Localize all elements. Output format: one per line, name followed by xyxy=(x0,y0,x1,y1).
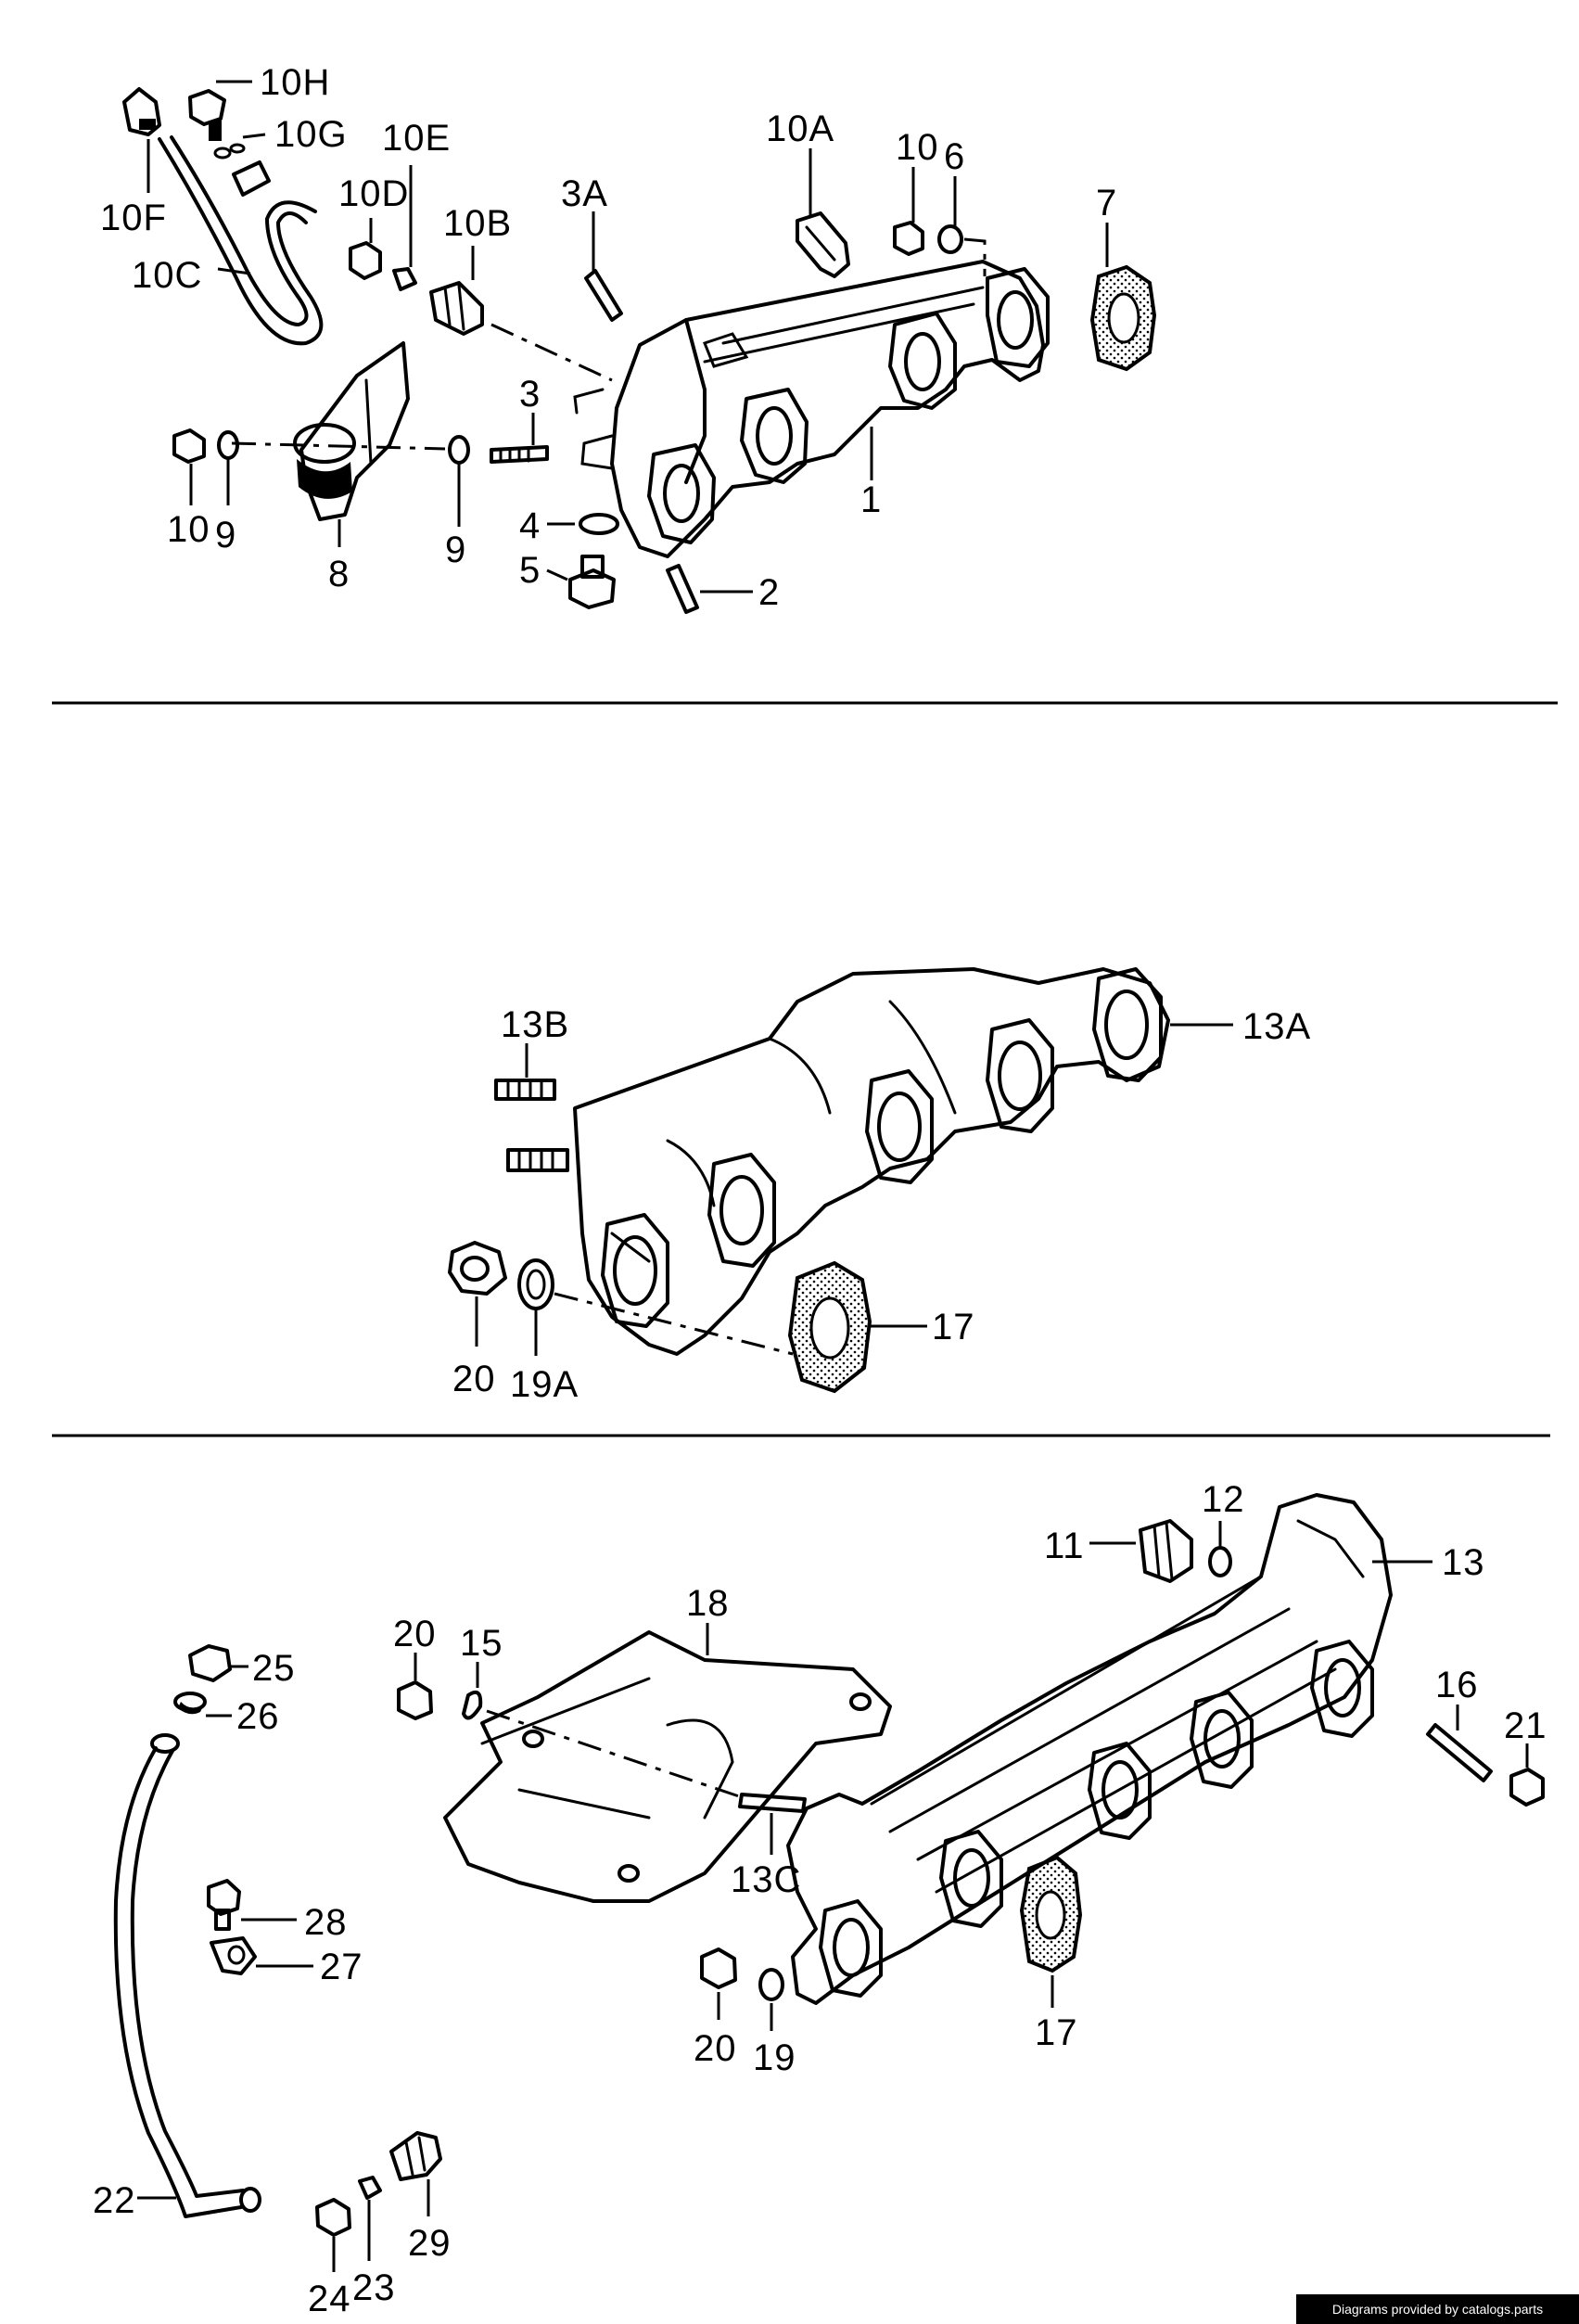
assembly-line-top-3 xyxy=(963,237,987,276)
ring-part-15 xyxy=(462,1691,483,1720)
nut-part-20-upper xyxy=(397,1680,433,1720)
callout-10a: 10A xyxy=(766,109,834,149)
callout-12: 12 xyxy=(1202,1479,1245,1520)
callout-16: 16 xyxy=(1435,1665,1479,1705)
stud-part-13c xyxy=(738,1793,807,1813)
assembly-line-middle xyxy=(554,1292,794,1356)
callout-29: 29 xyxy=(408,2223,452,2264)
fitting-parts-top xyxy=(122,87,963,614)
studs-part-13b xyxy=(494,1079,569,1172)
gasket-part-7 xyxy=(1089,264,1157,372)
gasket-part-17-lower xyxy=(1019,1855,1083,1973)
callout-2: 2 xyxy=(758,572,780,613)
callout-18: 18 xyxy=(686,1583,730,1624)
callout-10c: 10C xyxy=(132,255,202,296)
callout-20-lower: 20 xyxy=(694,2028,737,2069)
callout-1: 1 xyxy=(860,479,882,520)
callout-17-lower: 17 xyxy=(1035,2012,1078,2053)
callout-23: 23 xyxy=(352,2267,396,2308)
middle-section: 13B 13A 20 19A 17 xyxy=(448,967,1311,1405)
gasket-part-17-middle xyxy=(787,1260,872,1394)
leader-lines-top xyxy=(146,80,1109,594)
callout-27: 27 xyxy=(320,1947,363,1987)
callout-26: 26 xyxy=(236,1696,280,1737)
callout-3a: 3A xyxy=(561,173,608,214)
washer-part-12 xyxy=(1208,1546,1232,1577)
callout-17-middle: 17 xyxy=(932,1307,975,1347)
exhaust-manifold-part-13a xyxy=(573,967,1170,1356)
fittings-parts-bottom xyxy=(173,1644,442,2237)
heat-shield-part-18 xyxy=(443,1630,892,1903)
callout-9-right: 9 xyxy=(445,530,466,570)
callout-10g: 10G xyxy=(274,114,348,155)
washer-part-19 xyxy=(758,1968,784,2001)
callout-13b: 13B xyxy=(501,1004,569,1045)
callout-13c: 13C xyxy=(731,1859,801,1900)
callout-9-left: 9 xyxy=(215,515,236,555)
callout-13: 13 xyxy=(1442,1542,1485,1583)
nut-part-20-middle xyxy=(448,1241,507,1296)
callout-11: 11 xyxy=(1044,1526,1085,1566)
bottom-section: 11 12 13 18 20 15 25 26 16 21 13C 28 27 … xyxy=(93,1479,1547,2319)
callout-5: 5 xyxy=(519,550,541,591)
callout-13a: 13A xyxy=(1242,1006,1311,1047)
credit-banner: Diagrams provided by catalogs.parts xyxy=(1296,2294,1579,2324)
callout-21: 21 xyxy=(1504,1705,1547,1746)
callout-10e: 10E xyxy=(382,118,451,159)
exhaust-manifold-part-1 xyxy=(573,260,1050,558)
callout-15: 15 xyxy=(460,1623,503,1664)
callout-10b: 10B xyxy=(443,203,512,244)
callout-10f: 10F xyxy=(100,198,167,238)
assembly-line-top-2 xyxy=(231,441,446,451)
plug-part-11 xyxy=(1139,1519,1193,1583)
callout-25: 25 xyxy=(252,1648,296,1689)
callout-10-top-right: 10 xyxy=(896,127,939,168)
callout-19a: 19A xyxy=(510,1364,579,1405)
nut-part-20-lower xyxy=(700,1947,737,1989)
callout-6: 6 xyxy=(944,136,965,177)
top-section: 10H 10G 10F 10C 10D 10E 10B 3A 10A 10 6 … xyxy=(100,62,1157,614)
oil-pipe-part-10c xyxy=(158,135,324,346)
stud-part-16 xyxy=(1426,1723,1493,1782)
callout-10h: 10H xyxy=(260,62,330,103)
assembly-line-top-1 xyxy=(490,323,613,382)
assembly-line-bottom-1 xyxy=(486,1709,743,1799)
oil-pipe-part-22 xyxy=(113,1733,261,2218)
nut-part-21 xyxy=(1509,1768,1545,1807)
washer-part-19a xyxy=(517,1258,554,1310)
callout-24: 24 xyxy=(308,2279,351,2319)
leader-lines-middle xyxy=(475,1023,1233,1356)
callout-7: 7 xyxy=(1096,183,1117,223)
exhaust-manifold-part-13 xyxy=(786,1493,1393,2005)
callout-10d: 10D xyxy=(338,173,409,214)
callout-4: 4 xyxy=(519,505,541,546)
callout-22: 22 xyxy=(93,2180,136,2221)
callout-19: 19 xyxy=(753,2037,796,2078)
callout-20-upper: 20 xyxy=(393,1614,437,1654)
callout-8: 8 xyxy=(328,554,350,594)
leader-lines-bottom xyxy=(137,1521,1529,2272)
callout-10-left: 10 xyxy=(167,509,210,550)
heat-shield-part-8 xyxy=(293,341,410,521)
callout-20-middle: 20 xyxy=(452,1359,496,1399)
callout-28: 28 xyxy=(304,1902,348,1943)
callout-3: 3 xyxy=(519,374,541,415)
